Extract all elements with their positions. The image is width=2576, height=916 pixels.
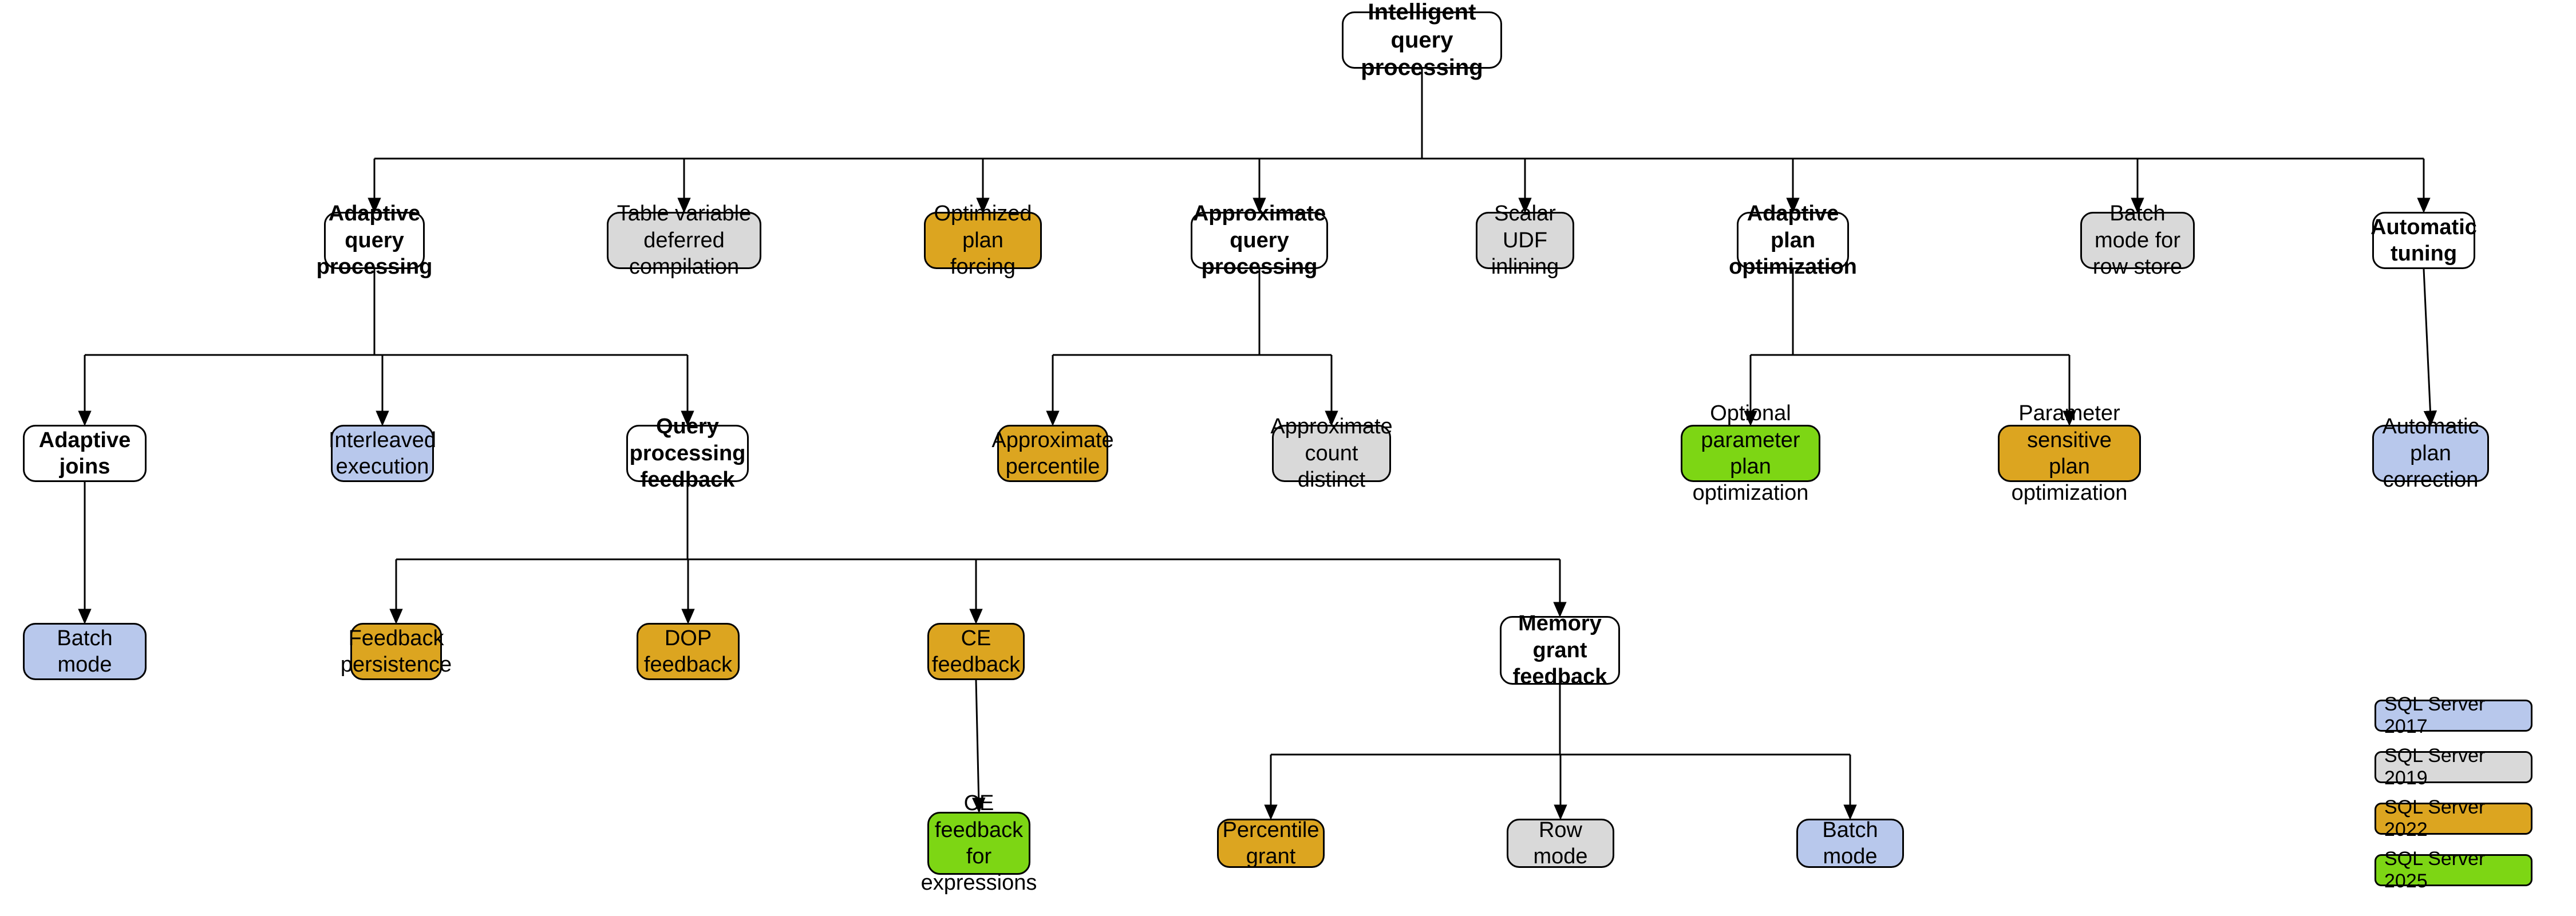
legend-item-label: SQL Server 2022: [2384, 796, 2486, 840]
node-acd[interactable]: Approximate count distinct: [1270, 414, 1392, 492]
edge-at-apc: [2423, 269, 2437, 427]
node-label: Batch mode for row store: [2092, 202, 2183, 279]
node-apq[interactable]: Approximate query processing: [1191, 202, 1328, 279]
node-dopf[interactable]: DOP feedback: [637, 623, 740, 680]
node-label: Memory grant feedback: [1512, 611, 1607, 689]
node-apo[interactable]: Adaptive plan optimization: [1729, 202, 1857, 279]
node-label: Optimized plan forcing: [934, 202, 1032, 279]
node-ap[interactable]: Approximate percentile: [991, 425, 1114, 482]
node-ie[interactable]: Interleaved execution: [329, 425, 437, 482]
edge-cef-cefe: [972, 680, 986, 814]
node-label: Feedback persistence: [340, 626, 452, 677]
node-sudf[interactable]: Scalar UDF inlining: [1476, 202, 1574, 279]
node-label: Approximate percentile: [991, 428, 1114, 479]
node-label: DOP feedback: [643, 626, 733, 677]
node-oppo[interactable]: Optional parameter plan optimization: [1681, 401, 1820, 505]
node-bmrs[interactable]: Batch mode for row store: [2080, 202, 2195, 279]
node-label: Automatic plan correction: [2382, 414, 2479, 492]
node-aqp[interactable]: Adaptive query processing: [317, 202, 433, 279]
node-label: Batch mode: [57, 626, 113, 677]
node-label: Adaptive query processing: [316, 202, 433, 279]
node-aj[interactable]: Adaptive joins: [23, 425, 147, 482]
node-label: Adaptive plan optimization: [1729, 202, 1857, 279]
node-label: Approximate query processing: [1192, 202, 1326, 279]
legend-item-sql-server-2019: SQL Server 2019: [2374, 745, 2532, 789]
legend-item-label: SQL Server 2017: [2384, 693, 2486, 737]
node-label: Approximate count distinct: [1270, 414, 1393, 492]
node-bm1[interactable]: Batch mode: [23, 623, 147, 680]
node-pg[interactable]: Percentile grant: [1217, 818, 1325, 868]
node-label: Interleaved execution: [329, 428, 437, 479]
node-bm2[interactable]: Batch mode: [1796, 818, 1904, 868]
node-cefe[interactable]: CE feedback for expressions: [921, 791, 1037, 895]
node-label: Automatic tuning: [2370, 215, 2477, 266]
node-opf[interactable]: Optimized plan forcing: [924, 202, 1042, 279]
legend-item-sql-server-2025: SQL Server 2025: [2374, 848, 2532, 892]
node-label: Parameter sensitive plan optimization: [2011, 401, 2128, 506]
legend-item-label: SQL Server 2019: [2384, 745, 2486, 789]
node-label: Optional parameter plan optimization: [1692, 401, 1809, 506]
node-rm[interactable]: Row mode: [1507, 818, 1614, 868]
node-label: Intelligent query processing: [1361, 0, 1483, 81]
node-label: Table variable deferred compilation: [617, 202, 752, 279]
node-label: Query processing feedback: [629, 414, 746, 492]
legend-item-sql-server-2022: SQL Server 2022: [2374, 796, 2532, 840]
node-mgf[interactable]: Memory grant feedback: [1500, 611, 1620, 689]
node-qpf[interactable]: Query processing feedback: [626, 414, 749, 492]
node-tvdc[interactable]: Table variable deferred compilation: [607, 202, 761, 279]
legend-item-label: SQL Server 2025: [2384, 848, 2486, 892]
node-label: Scalar UDF inlining: [1491, 202, 1559, 279]
node-label: Percentile grant: [1222, 818, 1319, 868]
node-root[interactable]: Intelligent query processing: [1342, 0, 1502, 80]
node-label: Adaptive joins: [38, 428, 131, 479]
node-pspo[interactable]: Parameter sensitive plan optimization: [1998, 401, 2141, 505]
legend-item-sql-server-2017: SQL Server 2017: [2374, 693, 2532, 737]
node-label: Row mode: [1533, 818, 1588, 868]
node-apc[interactable]: Automatic plan correction: [2372, 414, 2489, 492]
node-label: Batch mode: [1822, 818, 1878, 868]
node-label: CE feedback: [931, 626, 1021, 677]
node-cef[interactable]: CE feedback: [927, 623, 1025, 680]
node-at[interactable]: Automatic tuning: [2370, 212, 2477, 269]
node-fp[interactable]: Feedback persistence: [341, 623, 452, 680]
node-label: CE feedback for expressions: [920, 791, 1037, 895]
